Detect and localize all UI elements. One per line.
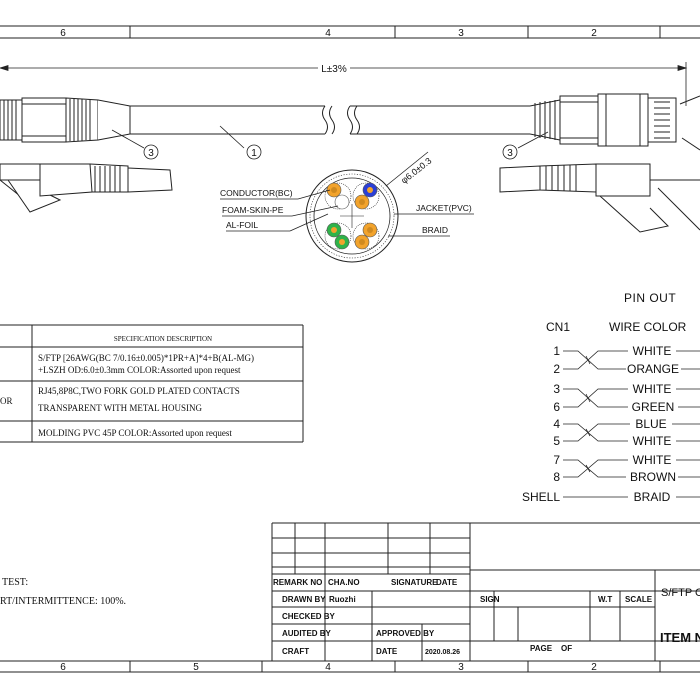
pinout-cn1-label: CN1 [546, 320, 570, 334]
pinout-title: PIN OUT [624, 291, 676, 305]
bottom-zone-5: 5 [193, 662, 199, 673]
pin-4: 4 [553, 417, 560, 431]
pin-8: 8 [553, 470, 560, 484]
pin-5: 5 [553, 434, 560, 448]
spec-table-header: SPECIFICATION DESCRIPTION [114, 335, 212, 343]
tb-craft: CRAFT [282, 647, 309, 656]
tb-page: PAGE [530, 644, 553, 653]
bottom-zone-3: 3 [458, 662, 464, 673]
label-foam-skin: FOAM-SKIN-PE [222, 205, 284, 215]
wire-color-8: BROWN [630, 470, 676, 484]
callout-1-label: 1 [251, 148, 257, 159]
section-leaders-left [220, 189, 339, 232]
diameter-leader [385, 151, 429, 187]
pin-6: 6 [553, 400, 560, 414]
bottom-zone-6: 6 [60, 662, 66, 673]
wire-color-4: BLUE [635, 417, 666, 431]
diameter-label: φ6.0±0.3 [399, 156, 433, 186]
length-label: L±3% [321, 64, 347, 75]
tb-sign: SIGN [480, 595, 500, 604]
left-connector-top [0, 97, 335, 143]
tb-drawn-by-value: Ruozhi [329, 595, 356, 604]
right-connector-side [499, 163, 700, 233]
label-jacket: JACKET(PVC) [416, 203, 472, 213]
wire-color-5: WHITE [633, 434, 672, 448]
top-zone-4: 4 [325, 28, 331, 39]
wire-color-1: WHITE [633, 344, 672, 358]
label-braid: BRAID [422, 225, 448, 235]
top-zone-6: 6 [60, 28, 66, 39]
spec-row-1-line-2: +LSZH OD:6.0±0.3mm COLOR:Assorted upon r… [38, 365, 241, 375]
pin-3: 3 [553, 382, 560, 396]
bottom-zone-4: 4 [325, 662, 331, 673]
tb-part-title: S/FTP C [661, 587, 700, 599]
pin-2: 2 [553, 362, 560, 376]
tb-wt: W.T [598, 595, 612, 604]
spec-row-2-label: OR [0, 396, 13, 406]
tb-remark-no: REMARK NO [273, 578, 322, 587]
tb-audited-by: AUDITED BY [282, 629, 332, 638]
pinout-cross-ticks [585, 355, 591, 473]
tb-date-label: DATE [376, 647, 398, 656]
cable-cross-section [305, 169, 399, 263]
pin-shell: SHELL [522, 490, 560, 504]
spec-row-2-line-1: RJ45,8P8C,TWO FORK GOLD PLATED CONTACTS [38, 386, 240, 396]
test-note-line-2: RT/INTERMITTENCE: 100%. [0, 596, 126, 607]
test-note-line-1: TEST: [2, 577, 28, 588]
top-zone-2: 2 [591, 28, 597, 39]
callout-1-leader [219, 125, 262, 160]
tb-scale: SCALE [625, 595, 653, 604]
callout-3-right-leader [502, 131, 549, 160]
tb-cha-no: CHA.NO [328, 578, 360, 587]
wire-color-2: ORANGE [627, 362, 679, 376]
tb-date-value: 2020.08.26 [425, 649, 460, 656]
spec-table-grid [0, 324, 304, 443]
pin-7: 7 [553, 453, 560, 467]
label-al-foil: AL-FOIL [226, 220, 258, 230]
tb-approved-by: APPROVED BY [376, 629, 435, 638]
callout-3-left-label: 3 [148, 148, 154, 159]
top-zone-3: 3 [458, 28, 464, 39]
wire-color-shell: BRAID [634, 490, 671, 504]
tb-checked-by: CHECKED BY [282, 612, 336, 621]
tb-item-no: ITEM NO [660, 630, 700, 645]
wire-color-6: GREEN [632, 400, 675, 414]
label-conductor: CONDUCTOR(BC) [220, 188, 293, 198]
callout-3-right-label: 3 [507, 148, 513, 159]
callout-3-left-leader [111, 129, 159, 160]
wire-color-3: WHITE [633, 382, 672, 396]
tb-of: OF [561, 644, 572, 653]
bottom-zone-2: 2 [591, 662, 597, 673]
title-block-grid [271, 522, 700, 661]
spec-row-3-line-1: MOLDING PVC 45P COLOR:Assorted upon requ… [38, 428, 232, 438]
tb-signature: SIGNATURE [391, 578, 438, 587]
spec-row-1-line-1: S/FTP [26AWG(BC 7/0.16±0.005)*1PR+A]*4+B… [38, 353, 254, 363]
bottom-zone-strip [0, 660, 700, 673]
wire-color-7: WHITE [633, 453, 672, 467]
spec-row-2-line-2: TRANSPARENT WITH METAL HOUSING [38, 403, 203, 413]
pin-1: 1 [553, 344, 560, 358]
section-leaders-right [388, 213, 474, 237]
right-connector-top [347, 93, 700, 151]
top-zone-strip [0, 25, 700, 39]
left-connector-side [0, 163, 173, 213]
tb-date-head: DATE [436, 578, 458, 587]
tb-drawn-by: DRAWN BY [282, 595, 326, 604]
length-dimension [0, 62, 688, 106]
pinout-wire-color-label: WIRE COLOR [609, 320, 687, 334]
